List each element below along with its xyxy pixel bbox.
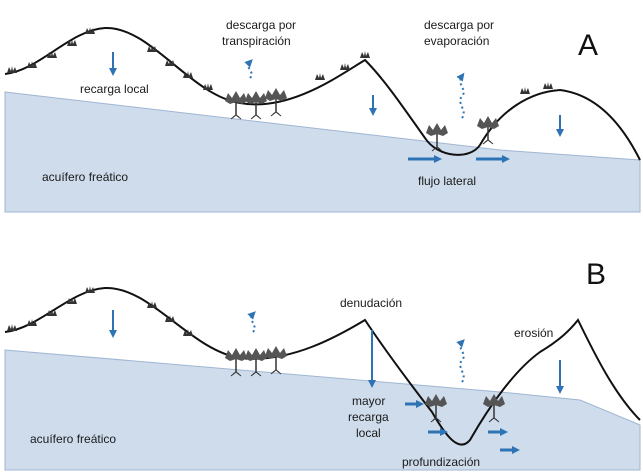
label-transpiration-2: transpiración: [222, 34, 291, 48]
label-evaporation-2: evaporación: [424, 34, 489, 48]
terrain-profile-a: [4, 26, 641, 161]
arrows-a: [109, 52, 564, 163]
label-aquifer-a: acuífero freático: [42, 170, 128, 184]
label-lateral-flow: flujo lateral: [418, 174, 476, 188]
panel-a: A recarga local descarga por transpiraci…: [4, 18, 641, 213]
panel-letter-a: A: [578, 29, 598, 62]
label-aquifer-b: acuífero freático: [30, 432, 116, 446]
terrain-profile-b: [4, 286, 641, 446]
label-transpiration-1: descarga por: [226, 18, 296, 32]
label-more-recharge-1: mayor: [352, 394, 385, 408]
label-deepening: profundización: [402, 455, 480, 469]
panel-b: B denudación erosión mayor recarga local…: [4, 258, 641, 471]
label-more-recharge-3: local: [356, 426, 381, 440]
label-recharge-a: recarga local: [80, 82, 149, 96]
label-denudation: denudación: [340, 296, 402, 310]
aquifer-water-b: [4, 349, 641, 471]
arrows-b: [109, 310, 564, 454]
panel-letter-b: B: [586, 258, 606, 291]
label-more-recharge-2: recarga: [348, 410, 389, 424]
aquifer-water-a: [4, 91, 641, 213]
label-evaporation-1: descarga por: [424, 18, 494, 32]
label-erosion: erosión: [514, 326, 553, 340]
